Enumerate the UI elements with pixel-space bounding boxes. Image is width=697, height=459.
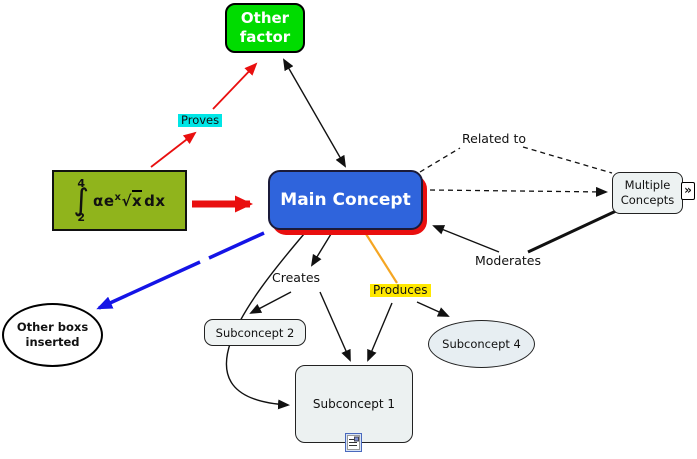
link-label-produces[interactable]: Produces bbox=[370, 283, 431, 298]
node-subconcept-4[interactable]: Subconcept 4 bbox=[428, 320, 535, 368]
expand-chevrons-icon[interactable]: » bbox=[681, 182, 695, 200]
formula-radicand: x bbox=[131, 189, 143, 210]
node-multiple-concepts[interactable]: Multiple Concepts bbox=[612, 172, 683, 214]
subconcept-1-label: Subconcept 1 bbox=[312, 397, 396, 411]
integral-glyph: ∫ bbox=[73, 182, 90, 218]
connector-main-to-otherboxes-blue-seg1[interactable] bbox=[208, 231, 265, 260]
formula-sqrt-sign: √ bbox=[121, 191, 132, 210]
other-boxes-line2: inserted bbox=[25, 335, 80, 349]
other-factor-label-line2: factor bbox=[239, 28, 291, 46]
connector-main-to-creates-arrow[interactable] bbox=[310, 233, 332, 267]
subconcept-2-label: Subconcept 2 bbox=[215, 325, 295, 340]
link-label-related-to[interactable]: Related to bbox=[462, 131, 526, 146]
link-label-moderates[interactable]: Moderates bbox=[475, 253, 541, 268]
node-other-factor[interactable]: Other factor bbox=[225, 3, 305, 53]
connector-produces-to-sub4-arrow[interactable] bbox=[416, 301, 450, 317]
integral-symbol: 4 ∫ 2 bbox=[73, 178, 89, 223]
integral-lower-limit: 2 bbox=[77, 211, 86, 225]
node-subconcept-1[interactable]: Subconcept 1 bbox=[295, 365, 413, 443]
multiple-concepts-line2: Concepts bbox=[620, 193, 675, 207]
node-subconcept-2[interactable]: Subconcept 2 bbox=[204, 319, 306, 346]
subconcept-4-label: Subconcept 4 bbox=[442, 337, 521, 351]
resource-document-icon[interactable] bbox=[345, 433, 362, 452]
node-main-concept[interactable]: Main Concept bbox=[268, 170, 423, 230]
integral-upper-limit: 4 bbox=[77, 176, 86, 190]
connector-main-to-otherboxes-blue-seg2[interactable] bbox=[96, 260, 201, 310]
link-label-creates[interactable]: Creates bbox=[272, 270, 321, 285]
node-other-boxes[interactable]: Other boxs inserted bbox=[2, 303, 103, 367]
connector-main-multiple-dashed-arrow[interactable] bbox=[429, 186, 608, 197]
connector-moderates-to-main-arrow[interactable] bbox=[432, 225, 500, 253]
connector-otherfactor-main-double-arrow[interactable] bbox=[283, 58, 346, 168]
connector-proves-lower[interactable] bbox=[150, 131, 197, 168]
connector-multiple-to-moderates-thick[interactable] bbox=[527, 209, 617, 254]
connector-creates-to-sub2-arrow[interactable] bbox=[249, 291, 292, 314]
other-boxes-line1: Other boxs bbox=[16, 320, 89, 335]
connector-main-to-produces-orange[interactable] bbox=[365, 233, 398, 284]
expand-glyph: » bbox=[684, 183, 692, 197]
multiple-concepts-label: Multiple Concepts bbox=[621, 178, 675, 208]
connector-proves-upper[interactable] bbox=[212, 62, 258, 110]
connector-related-left-dashed[interactable] bbox=[419, 147, 461, 173]
other-factor-label-line1: Other bbox=[240, 8, 290, 27]
connector-produces-to-sub1-arrow[interactable] bbox=[367, 302, 393, 362]
connector-creates-to-sub1-arrow[interactable] bbox=[319, 291, 351, 362]
multiple-concepts-line1: Multiple bbox=[624, 178, 671, 193]
main-concept-label: Main Concept bbox=[280, 190, 411, 210]
formula-exponent: x bbox=[114, 191, 122, 203]
link-label-proves[interactable]: Proves bbox=[178, 114, 223, 127]
formula-alpha-e: αe bbox=[93, 191, 115, 210]
connector-related-right-dashed[interactable] bbox=[522, 146, 613, 174]
formula-differential: dx bbox=[144, 191, 166, 210]
